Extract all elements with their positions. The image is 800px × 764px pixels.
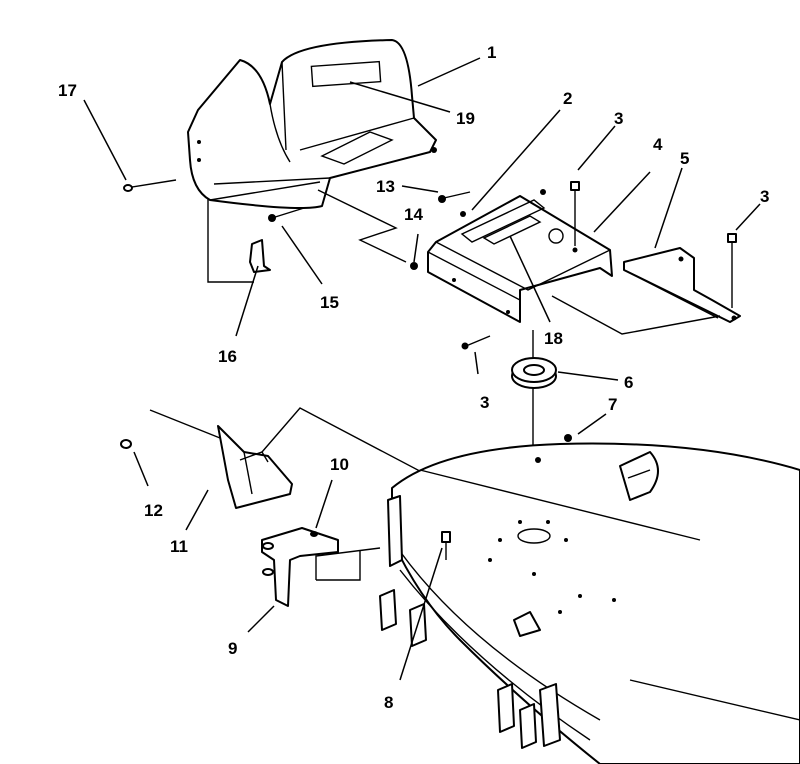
callout-14: 14 <box>404 205 423 224</box>
callout-11: 11 <box>170 537 188 556</box>
callout-labels: 1 2 3 3 3 4 5 6 7 8 9 10 11 12 13 14 15 … <box>58 43 769 712</box>
callout-16: 16 <box>218 347 237 366</box>
callout-5: 5 <box>680 149 689 168</box>
part-14-nut <box>410 262 418 270</box>
part-10-nut <box>310 531 318 537</box>
leader-lines <box>83 57 761 681</box>
part-9-bracket <box>261 527 339 607</box>
callout-1: 1 <box>487 43 496 62</box>
part-13-screw <box>438 191 471 203</box>
callout-7: 7 <box>608 395 617 414</box>
callout-8: 8 <box>384 693 393 712</box>
callout-9: 9 <box>228 639 237 658</box>
callout-17: 17 <box>58 81 77 100</box>
callout-18: 18 <box>544 329 563 348</box>
part-15-screw <box>268 207 305 222</box>
callout-3-bottom: 3 <box>480 393 489 412</box>
part-3-bolt-lower <box>461 335 491 350</box>
part-5-bracket <box>623 247 741 323</box>
callout-13: 13 <box>376 177 395 196</box>
callout-19: 19 <box>456 109 475 128</box>
mower-deck <box>379 442 800 764</box>
part-8-bolt <box>441 531 451 560</box>
part-3-bolt-upper <box>570 181 580 246</box>
part-17-screw <box>123 179 177 192</box>
callout-4: 4 <box>653 135 663 154</box>
part-2-mounting-plate <box>427 189 613 323</box>
callout-10: 10 <box>330 455 349 474</box>
callout-15: 15 <box>320 293 339 312</box>
callout-2: 2 <box>563 89 572 108</box>
part-16-clip <box>249 239 271 273</box>
part-12-screw <box>120 439 132 449</box>
part-6-pulley <box>511 357 557 389</box>
callout-3-right: 3 <box>760 187 769 206</box>
callout-6: 6 <box>624 373 633 392</box>
part-7-nut <box>564 434 572 442</box>
callout-12: 12 <box>144 501 163 520</box>
callout-3-top: 3 <box>614 109 623 128</box>
part-1-cover <box>187 39 437 209</box>
part-3-bolt-right <box>727 233 737 308</box>
part-11-deflector <box>217 425 293 509</box>
